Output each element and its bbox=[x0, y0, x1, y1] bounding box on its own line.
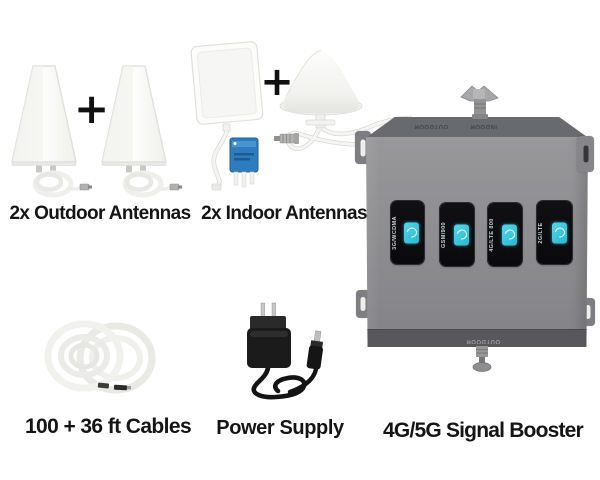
band-display-2: GSM/900 bbox=[440, 203, 474, 266]
signal-logo-icon bbox=[502, 224, 517, 245]
outdoor-antennas-label: 2x Outdoor Antennas bbox=[9, 203, 191, 224]
dome-mount-bar bbox=[305, 119, 336, 126]
cables-label: 100 + 36 ft Cables bbox=[24, 415, 192, 438]
n-connector bbox=[274, 133, 299, 144]
band-display-1: 3G/WCDMA bbox=[391, 201, 424, 264]
ac-adapter bbox=[247, 302, 291, 368]
power-supply bbox=[247, 302, 324, 400]
signal-logo-icon bbox=[404, 222, 419, 243]
band-label: 3G/WCDMA bbox=[392, 215, 398, 250]
outdoor-antenna-1 bbox=[11, 65, 92, 198]
port-label-bottom: OUTDOOR bbox=[465, 338, 501, 344]
booster-mount-tab-top-right bbox=[577, 136, 594, 172]
booster-bottom-panel bbox=[366, 329, 588, 347]
booster-unit: OUTDOOR INDOOR OUTDOOR 3G/WCDMA GSM/900 … bbox=[366, 117, 588, 347]
cable-connector bbox=[79, 183, 90, 191]
coax-cable-coils bbox=[44, 320, 156, 394]
plus-sign-outdoor: + bbox=[74, 84, 110, 133]
dc-plug bbox=[306, 330, 324, 370]
band-label: GSM/900 bbox=[441, 221, 447, 248]
antenna-cable-coil bbox=[122, 170, 182, 198]
dome-cone bbox=[283, 50, 359, 113]
booster-caption: 4G/5G Signal Booster bbox=[383, 419, 584, 442]
booster-bottom-connector bbox=[472, 346, 492, 372]
band-label: 2G/LTE bbox=[538, 221, 544, 244]
band-label: 4G/LTE 800 bbox=[489, 217, 495, 252]
power-cable bbox=[251, 365, 307, 400]
cable-end-connectors bbox=[97, 382, 131, 391]
indoor-panel-antenna bbox=[190, 41, 264, 191]
band-display-3: 4G/LTE 800 bbox=[488, 203, 522, 266]
port-label-left: OUTDOOR bbox=[414, 123, 449, 129]
splitter-box bbox=[229, 137, 259, 188]
antenna-cable-coil bbox=[32, 170, 92, 198]
band-display-4: 2G/LTE bbox=[537, 201, 572, 264]
signal-logo-icon bbox=[454, 224, 469, 245]
panel-antenna-shape bbox=[190, 41, 264, 125]
cable-connector bbox=[169, 183, 180, 191]
booster-mount-tab-bottom-left bbox=[356, 290, 370, 318]
outdoor-antenna-2 bbox=[101, 65, 182, 198]
indoor-antennas-label: 2x Indoor Antennas bbox=[201, 203, 367, 224]
signal-logo-icon bbox=[552, 222, 567, 243]
booster-top-connector bbox=[460, 85, 499, 119]
power-supply-label: Power Supply bbox=[216, 417, 344, 439]
booster-top-panel bbox=[366, 117, 588, 138]
